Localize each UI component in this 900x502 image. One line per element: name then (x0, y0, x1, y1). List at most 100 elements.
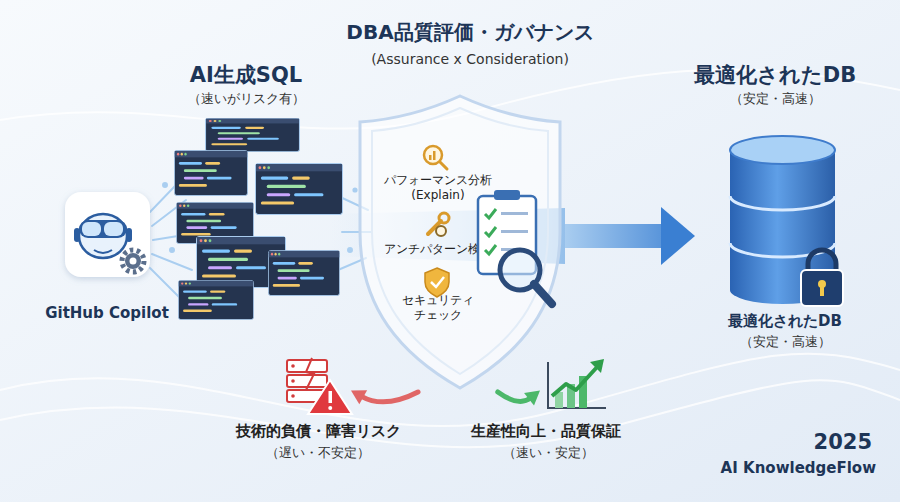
sql-stack: AI生成SQL （速いがリスク有） (170, 62, 345, 332)
node-label: DBA品質評価・ガバナンス (346, 20, 593, 45)
antipattern-icon-part (428, 221, 441, 234)
node-label: （遅い・不安定） (266, 445, 370, 461)
arrow-head (524, 391, 540, 406)
speed-streaks-part (170, 248, 174, 252)
shield-inner-line (372, 108, 548, 374)
node-label: AI生成SQL (190, 62, 302, 88)
node-label: （安定・高速） (730, 91, 821, 107)
speed-streaks-part (150, 268, 182, 300)
copilot-icon-part (65, 192, 150, 277)
benefit-outcome: 生産性向上・品質保証（速い・安定） (540, 352, 608, 462)
connector (498, 391, 540, 406)
analysis-icon (424, 146, 447, 169)
analysis-icon-part (429, 155, 432, 160)
clipboard-icon-part (494, 190, 520, 200)
node-label: （速い・安定） (503, 445, 594, 461)
clipboard-icon-part (501, 230, 528, 233)
node-label: パフォーマンス分析 (Explain) (382, 173, 494, 203)
speed-streaks-part (353, 188, 356, 191)
code-window (178, 280, 253, 319)
copilot-icon-part (125, 253, 141, 269)
copilot-icon-part (126, 228, 132, 242)
footer-label: AI KnowledgeFlow (721, 459, 876, 477)
analysis-icon-part (424, 146, 442, 164)
clipboard-icon-part (501, 248, 521, 251)
background-waves-part (0, 380, 900, 447)
lock-icon (801, 250, 843, 306)
check-item: パフォーマンス分析 (Explain) (382, 145, 494, 207)
growth-chart-icon (548, 359, 606, 408)
clipboard-icon-part (485, 227, 496, 236)
node-label: 技術的負債・障害リスク (236, 422, 401, 441)
database-cylinder-part (730, 196, 835, 210)
code-windows (174, 118, 342, 319)
clipboard-icon-part (478, 196, 536, 274)
arrow-head (661, 207, 695, 265)
copilot-node: GitHub Copilot (60, 188, 155, 323)
lock-icon-part (808, 250, 836, 272)
code-window (268, 250, 339, 295)
copilot-icon-part (74, 228, 80, 242)
node-label: 最適化されたDB (694, 62, 856, 88)
database-node: 最適化されたDB（安定・高速）最適化されたDB（安定・高速） (695, 62, 860, 352)
node-label: (Assurance x Consideration) (371, 51, 569, 69)
clipboard-icon-part (501, 212, 528, 215)
antipattern-icon (428, 213, 449, 236)
growth-chart-icon-part (552, 366, 598, 396)
governance-shield: DBA品質評価・ガバナンス(Assurance x Consideration)… (355, 92, 565, 392)
antipattern-icon-part (436, 226, 446, 236)
code-window (206, 118, 300, 151)
analysis-icon-part (440, 162, 447, 169)
code-window (174, 150, 247, 195)
connector (351, 390, 418, 404)
security-icon (425, 268, 449, 297)
node-label: （速いがリスク有） (188, 91, 305, 107)
connector-line (361, 392, 418, 402)
node-label: セキュリティ チェック (397, 293, 479, 323)
lock-icon-part (801, 270, 843, 306)
connector-line (498, 392, 531, 401)
magnifier-icon-part (500, 250, 540, 290)
check-item: アンチパターン検出 (382, 212, 494, 262)
antipattern-icon-part (439, 213, 449, 223)
clipboard-icon-part (485, 209, 496, 218)
risk-icon-part (306, 358, 314, 390)
risk-icon-part (329, 391, 333, 403)
copilot-icon-part (79, 220, 127, 238)
security-icon-part (431, 277, 444, 287)
risk-icon-part (291, 394, 295, 398)
risk-icon-part (291, 379, 295, 383)
copilot-icon-part (122, 250, 144, 272)
node-label: 最適化されたDB (728, 312, 842, 331)
lock-icon-part (820, 286, 824, 296)
footer-label: 2025 (814, 430, 872, 455)
copilot-icon-part (104, 222, 123, 236)
speed-streaks-part (153, 236, 178, 240)
copilot-icon-part (94, 250, 112, 253)
node-label: 生産性向上・品質保証 (471, 422, 621, 441)
background-waves (0, 70, 900, 448)
growth-chart-icon-part (590, 359, 604, 373)
magnifier-icon-part (534, 284, 552, 304)
magnifier-icon (500, 250, 552, 304)
connector-line (565, 224, 666, 248)
speed-streaks-part (163, 183, 167, 187)
security-icon-part (425, 268, 449, 297)
speed-streaks-part (152, 254, 192, 270)
copilot-icon-part (82, 222, 101, 236)
database-cylinder-part (730, 136, 835, 164)
risk-icon-part (328, 406, 332, 410)
clipboard-icon-part (485, 245, 496, 254)
risk-icon-part (291, 364, 295, 368)
shield-shape (360, 96, 560, 388)
node-label: GitHub Copilot (45, 304, 169, 323)
copilot-icon (65, 192, 150, 277)
copilot-icon-part (79, 214, 127, 258)
risk-outcome: 技術的負債・障害リスク（遅い・不安定） (283, 352, 351, 462)
risk-icon-part (308, 380, 352, 414)
clipboard-icon (478, 190, 536, 274)
node-label: アンチパターン検出 (384, 242, 492, 257)
